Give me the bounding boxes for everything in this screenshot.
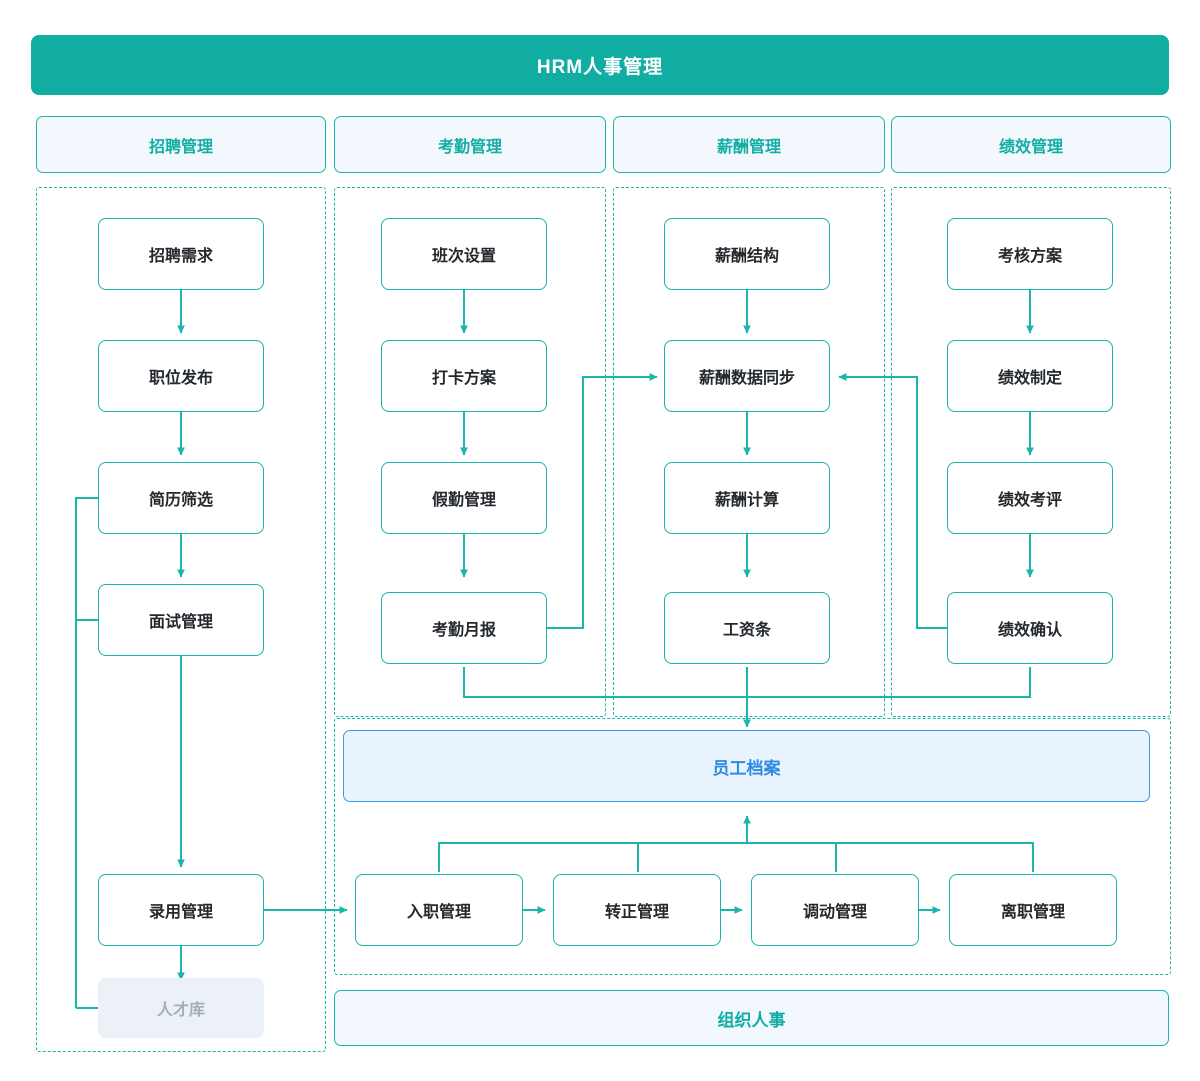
group-frame-performance bbox=[891, 187, 1171, 717]
node-transfer[interactable]: 调动管理 bbox=[751, 874, 919, 946]
group-frame-attendance bbox=[334, 187, 606, 717]
node-appraisal-plan[interactable]: 考核方案 bbox=[947, 218, 1113, 290]
group-frame-recruitment bbox=[36, 187, 326, 1052]
node-performance-setting[interactable]: 绩效制定 bbox=[947, 340, 1113, 412]
node-performance-confirm[interactable]: 绩效确认 bbox=[947, 592, 1113, 664]
node-hiring-management[interactable]: 录用管理 bbox=[98, 874, 264, 946]
group-frame-payroll bbox=[613, 187, 885, 717]
tab-performance[interactable]: 绩效管理 bbox=[891, 116, 1171, 173]
node-regularization[interactable]: 转正管理 bbox=[553, 874, 721, 946]
node-onboarding[interactable]: 入职管理 bbox=[355, 874, 523, 946]
node-performance-review[interactable]: 绩效考评 bbox=[947, 462, 1113, 534]
node-organization-personnel[interactable]: 组织人事 bbox=[334, 990, 1169, 1046]
tab-payroll[interactable]: 薪酬管理 bbox=[613, 116, 885, 173]
node-interview-management[interactable]: 面试管理 bbox=[98, 584, 264, 656]
node-resume-screening[interactable]: 简历筛选 bbox=[98, 462, 264, 534]
node-payslip[interactable]: 工资条 bbox=[664, 592, 830, 664]
node-salary-calculation[interactable]: 薪酬计算 bbox=[664, 462, 830, 534]
tab-attendance[interactable]: 考勤管理 bbox=[334, 116, 606, 173]
node-talent-pool[interactable]: 人才库 bbox=[98, 978, 264, 1038]
node-salary-structure[interactable]: 薪酬结构 bbox=[664, 218, 830, 290]
tab-recruitment[interactable]: 招聘管理 bbox=[36, 116, 326, 173]
node-recruitment-demand[interactable]: 招聘需求 bbox=[98, 218, 264, 290]
node-attendance-report[interactable]: 考勤月报 bbox=[381, 592, 547, 664]
node-clockin-plan[interactable]: 打卡方案 bbox=[381, 340, 547, 412]
node-job-posting[interactable]: 职位发布 bbox=[98, 340, 264, 412]
group-frame-employee bbox=[334, 718, 1171, 975]
node-employee-archive[interactable]: 员工档案 bbox=[343, 730, 1150, 802]
node-shift-setup[interactable]: 班次设置 bbox=[381, 218, 547, 290]
node-salary-data-sync[interactable]: 薪酬数据同步 bbox=[664, 340, 830, 412]
page-title: HRM人事管理 bbox=[31, 35, 1169, 95]
node-leave-management[interactable]: 假勤管理 bbox=[381, 462, 547, 534]
node-offboarding[interactable]: 离职管理 bbox=[949, 874, 1117, 946]
